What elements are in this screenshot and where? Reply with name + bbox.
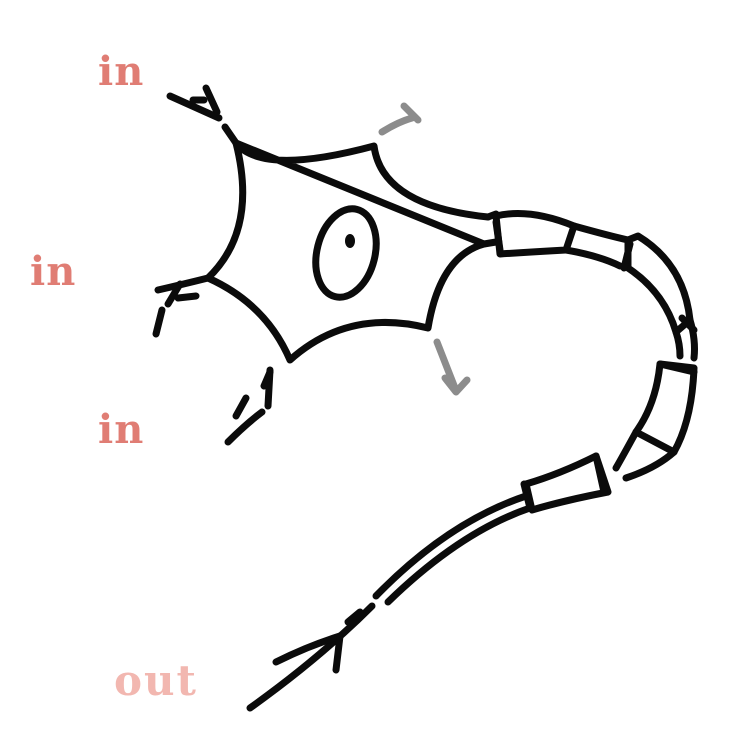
dendrite-input-bottom [224,366,274,446]
input-label-bottom: in [98,406,145,453]
dendrite-input-middle [152,274,212,338]
axon-terminal-output [246,602,376,712]
nucleus [312,205,380,301]
minor-dendrite-top [378,102,422,136]
output-label: out [114,656,198,705]
dendrite-input-top [166,84,240,147]
input-label-top: in [98,48,145,95]
minor-dendrite-bottom [433,338,471,396]
cell-body [204,139,500,364]
axon [372,210,698,606]
nucleolus [345,234,355,248]
input-label-middle: in [30,248,77,295]
